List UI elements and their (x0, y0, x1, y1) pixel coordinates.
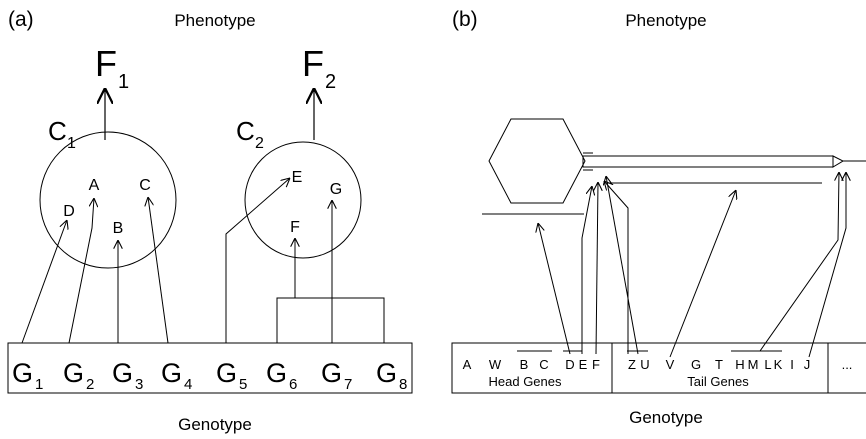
gene-g4-sub: 4 (184, 376, 192, 393)
gene-g1: G (12, 358, 33, 388)
panel-a-genotype-title: Genotype (178, 415, 252, 434)
character-c1-subscript: 1 (67, 135, 76, 152)
gene-g6: G (266, 358, 287, 388)
trait-a: A (89, 177, 100, 194)
arrow-g2-to-a (68, 198, 94, 344)
trait-d: D (63, 203, 75, 220)
trait-f: F (290, 219, 300, 236)
arrow-u-to-neck (606, 176, 639, 355)
function-f1: F 1 (95, 43, 129, 140)
panel-b-genotype-title: Genotype (629, 408, 703, 427)
gene-g3: G (112, 358, 133, 388)
gene-h: H (735, 357, 744, 372)
panel-a-label: (a) (8, 8, 34, 31)
gene-v: V (666, 357, 675, 372)
gene-t: T (715, 357, 723, 372)
head-genes: A W B C D E F Head Genes (463, 357, 600, 389)
function-f2-letter: F (302, 43, 324, 84)
phage-head (488, 118, 586, 204)
gene-g8-sub: 8 (399, 376, 407, 393)
gene-g4: G (161, 358, 182, 388)
arrow-g5-to-e (225, 178, 290, 343)
arrow-g4-to-c (148, 197, 169, 344)
panel-a: (a) Phenotype Genotype F 1 F 2 C 1 A B C… (7, 8, 413, 434)
gene-g3-sub: 3 (135, 376, 143, 393)
arrow-d-to-head (538, 223, 571, 355)
gene-c: C (539, 357, 548, 372)
gene-labels: G 1 G 2 G 3 G 4 G 5 G 6 G 7 G 8 (12, 358, 407, 393)
character-c2-circle (244, 141, 362, 259)
panel-b: (b) Phenotype Genotype A W (451, 8, 866, 427)
gene-box (7, 342, 413, 394)
gene-g2: G (63, 358, 84, 388)
gene-e: E (579, 357, 588, 372)
character-c2: C 2 E F G (236, 116, 362, 259)
gene-g2-sub: 2 (86, 376, 94, 393)
arrow-j-to-fiber (808, 172, 846, 358)
trait-b: B (113, 220, 124, 237)
function-f1-letter: F (95, 43, 117, 84)
character-c1-letter: C (48, 116, 67, 146)
trait-e: E (292, 169, 303, 186)
gene-i: I (790, 357, 794, 372)
more-genes-ellipsis: ... (842, 357, 853, 372)
gene-d: D (565, 357, 574, 372)
arrow-v-to-tail (669, 190, 736, 358)
panel-a-phenotype-title: Phenotype (174, 11, 255, 30)
character-c2-subscript: 2 (255, 135, 264, 152)
gene-g7: G (321, 358, 342, 388)
gene-z: Z (628, 357, 636, 372)
gene-l: L (764, 357, 771, 372)
gene-w: W (489, 357, 502, 372)
phage-arrows (538, 172, 846, 358)
character-c1-circle (39, 131, 177, 269)
phage-drawing (482, 118, 866, 215)
trait-c: C (139, 177, 151, 194)
arrow-hmlk-to-tip (759, 172, 839, 352)
panel-b-phenotype-title: Phenotype (625, 11, 706, 30)
gene-g5-sub: 5 (239, 376, 247, 393)
function-f2-subscript: 2 (325, 71, 336, 93)
arrow-e-to-neck (581, 186, 592, 354)
panel-b-label: (b) (452, 8, 478, 31)
gene-g: G (691, 357, 701, 372)
function-f1-subscript: 1 (118, 71, 129, 93)
gene-j: J (804, 357, 811, 372)
tail-genes: Z U V G T H M L K I J Tail Genes (628, 357, 810, 389)
gene-g1-sub: 1 (35, 376, 43, 393)
phage-gene-box (451, 342, 866, 394)
gene-m: M (748, 357, 759, 372)
character-c2-letter: C (236, 116, 255, 146)
gene-g6-sub: 6 (289, 376, 297, 393)
gene-k: K (774, 357, 783, 372)
bracket-g6-g8 (276, 297, 385, 343)
phage-tail-tube (582, 155, 834, 168)
gene-g8: G (376, 358, 397, 388)
arrow-z-to-neck (604, 181, 629, 354)
gene-g7-sub: 7 (344, 376, 352, 393)
gene-trait-arrows (21, 178, 385, 344)
arrow-g1-to-d (21, 220, 67, 344)
gene-b: B (520, 357, 529, 372)
gene-f: F (592, 357, 600, 372)
arrow-f-to-neck (596, 182, 598, 355)
trait-g: G (330, 181, 342, 198)
gene-g5: G (216, 358, 237, 388)
gene-a: A (463, 357, 472, 372)
phage-tail-tip (832, 155, 845, 168)
head-genes-label: Head Genes (489, 374, 562, 389)
function-f2: F 2 (302, 43, 336, 140)
gene-u: U (640, 357, 649, 372)
character-c1: C 1 A B C D (39, 116, 177, 269)
tail-genes-label: Tail Genes (687, 374, 749, 389)
